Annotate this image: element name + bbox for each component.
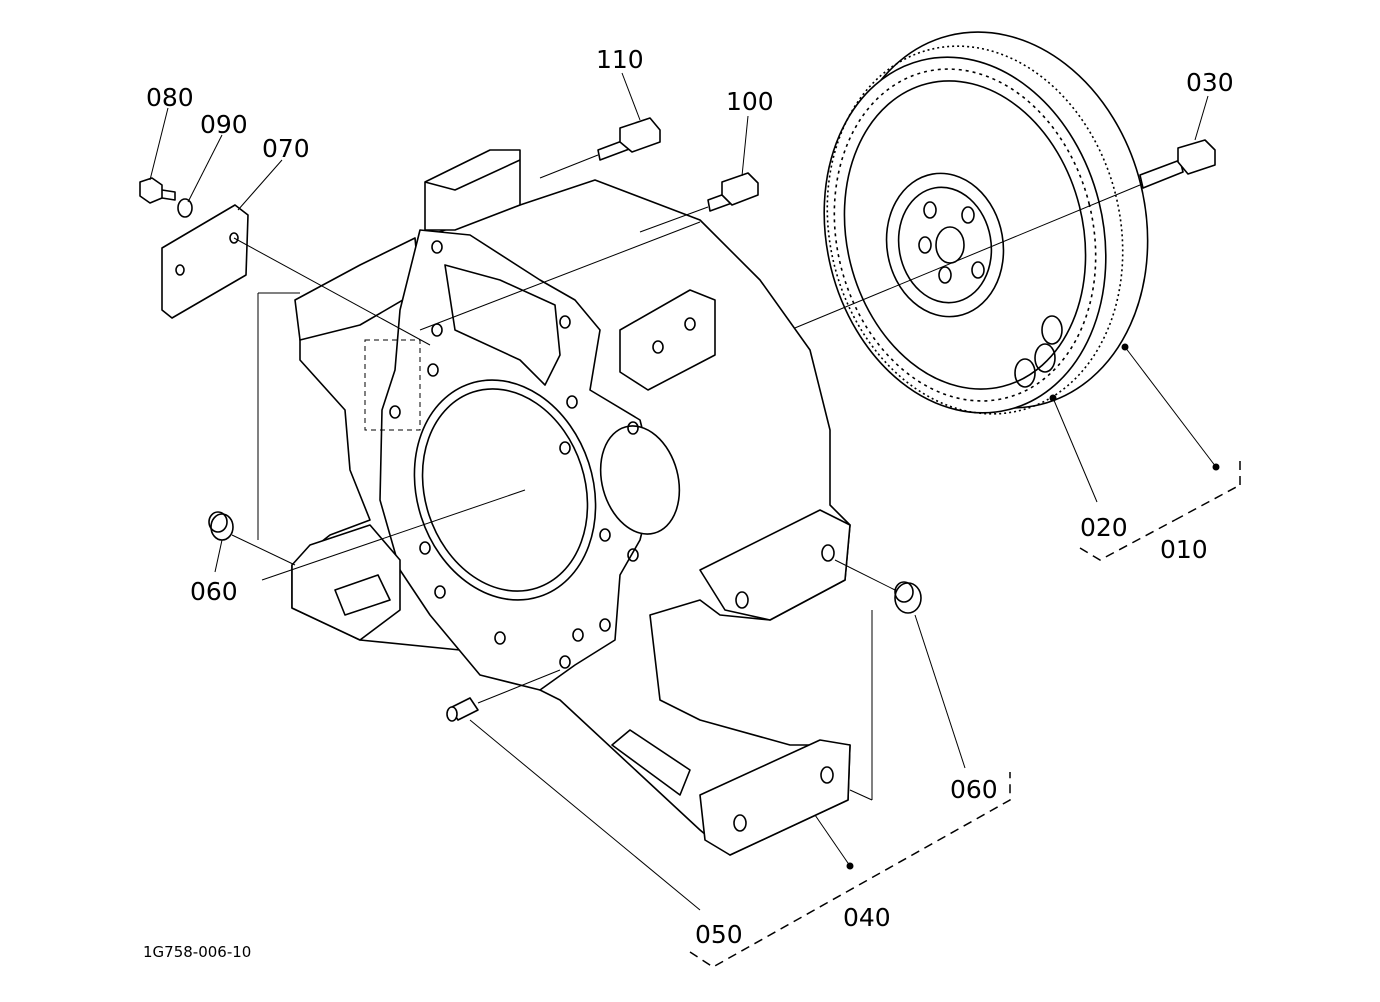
callout-070: 070 (262, 134, 310, 163)
callout-030: 030 (1186, 68, 1234, 97)
callout-080: 080 (146, 83, 194, 112)
leader-lines (149, 72, 1220, 911)
group-brackets (689, 455, 1241, 968)
callout-090: 090 (200, 110, 248, 139)
bushing-060-left (208, 292, 300, 566)
flywheel (789, 31, 1149, 415)
bolt-110 (539, 117, 661, 179)
callout-100: 100 (726, 87, 774, 116)
dowel-pin-050 (446, 669, 561, 722)
callout-110: 110 (596, 45, 644, 74)
flywheel-housing (261, 149, 851, 856)
callout-050: 050 (695, 920, 743, 949)
screw-080 (139, 177, 176, 204)
callout-020: 020 (1080, 513, 1128, 542)
callout-040: 040 (843, 903, 891, 932)
callout-010: 010 (1160, 535, 1208, 564)
callout-labels: 080 090 070 110 100 030 020 010 060 060 … (143, 45, 1234, 961)
bolt-030 (1139, 139, 1216, 189)
cover-plate (161, 204, 431, 346)
drawing-code: 1G758-006-10 (143, 943, 251, 961)
washer-090 (177, 198, 193, 218)
callout-060-left: 060 (190, 577, 238, 606)
bushing-060-right (834, 559, 922, 801)
bolt-100 (639, 172, 759, 233)
callout-060-right: 060 (950, 775, 998, 804)
